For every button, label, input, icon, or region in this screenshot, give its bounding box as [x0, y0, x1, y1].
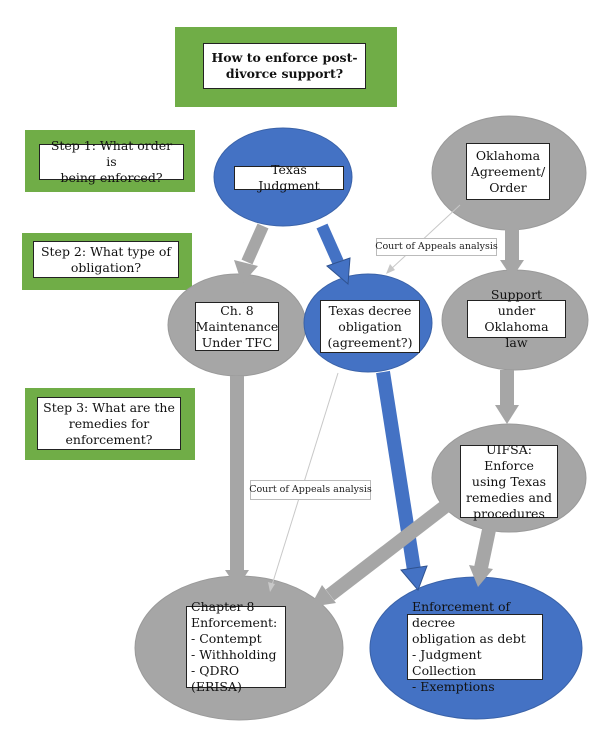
- decree-debt-text: Enforcement of decree obligation as debt…: [412, 599, 526, 694]
- chapter8-enforcement-label: Chapter 8 Enforcement: - Contempt - With…: [186, 599, 286, 694]
- arrow-uifsa-to-debt: [469, 523, 497, 587]
- arrow-judgment-to-decree: [316, 223, 351, 286]
- step3-label: Step 3: What are the remedies for enforc…: [37, 397, 181, 450]
- court-appeals-note-1: Court of Appeals analysis: [375, 238, 498, 256]
- texas-decree-label: Texas decree obligation (agreement?): [320, 300, 420, 353]
- court-appeals-arrowhead-1: [386, 264, 395, 274]
- court-appeals-line-1: [389, 204, 461, 271]
- court-appeals-arrowhead-2: [268, 582, 275, 592]
- arrow-support-to-uifsa: [495, 370, 519, 424]
- oklahoma-order-label: Oklahoma Agreement/ Order: [466, 143, 550, 200]
- arrow-uifsa-to-chapter8: [310, 499, 452, 607]
- chapter8-enforcement-text: Chapter 8 Enforcement: - Contempt - With…: [191, 599, 278, 694]
- arrow-judgment-to-ch8: [234, 223, 269, 284]
- support-oklahoma-label: Support under Oklahoma law: [467, 287, 566, 350]
- court-appeals-line-2: [271, 372, 339, 586]
- court-appeals-note-2: Court of Appeals analysis: [249, 480, 372, 500]
- arrow-oklahoma-to-support: [500, 228, 524, 278]
- step1-label: Step 1: What order is being enforced?: [39, 138, 184, 185]
- step2-label: Step 2: What type of obligation?: [33, 241, 179, 278]
- texas-judgment-label: Texas Judgment: [234, 162, 344, 193]
- title-box: How to enforce post- divorce support?: [203, 43, 366, 89]
- uifsa-label: UIFSA: Enforce using Texas remedies and …: [460, 442, 558, 521]
- decree-debt-label: Enforcement of decree obligation as debt…: [407, 599, 543, 694]
- ch8-maintenance-label: Ch. 8 Maintenance Under TFC: [195, 302, 279, 351]
- arrow-ch8-to-enforcement: [225, 376, 249, 588]
